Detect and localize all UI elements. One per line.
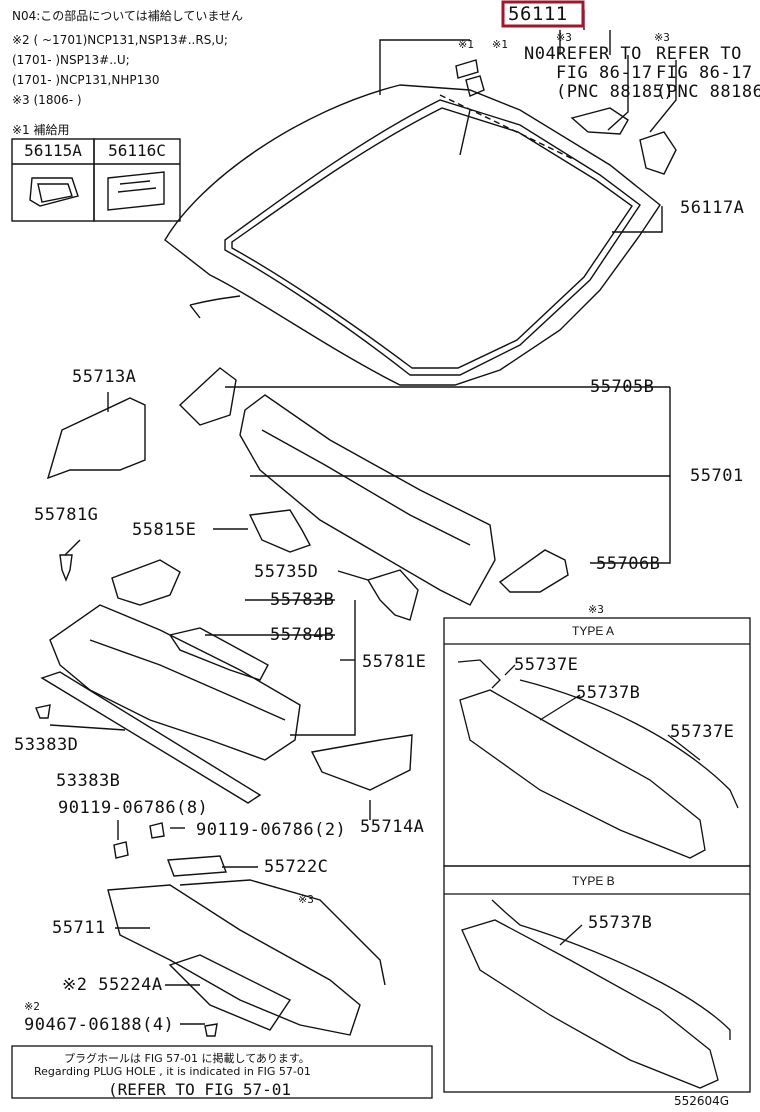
part-56115A-label[interactable]: 56115A [24,141,82,160]
mark-1b: ※1 [492,38,508,51]
part-55735D-label[interactable]: 55735D [254,562,319,582]
supply-note: ※1 補給用 [12,123,70,137]
n04-supply-note: N04:この部品については補給していません [12,9,243,23]
footer-note-jp: プラグホールは FIG 57-01 に掲載してあります。 [64,1052,310,1065]
small-part-box-2 [93,138,181,222]
part-55714A-label[interactable]: 55714A [360,817,425,837]
type-a-55737E-label-1[interactable]: 55737E [514,655,579,675]
clip-90467-drawing [204,1023,218,1037]
panel-55713A [46,397,146,480]
mirror-bracket [455,59,485,97]
refer-1-line-1[interactable]: REFER TO [556,44,642,64]
part-56117A-label[interactable]: 56117A [680,198,745,218]
seal-53383B [40,671,262,804]
bracket-55722C [167,855,227,877]
type-a-header: TYPE A [572,624,615,638]
sensor-cover-2 [639,131,677,175]
sensor-cover-1 [570,107,629,135]
clip-53383D [35,704,51,719]
type-b-header: TYPE B [572,874,615,888]
part-56116C-label[interactable]: 56116C [108,141,166,160]
bolt-90119-2-label[interactable]: 90119-06786(2) [196,820,347,840]
bracket-55706B [498,549,569,593]
refer-1-line-3[interactable]: (PNC 88185) [556,82,675,102]
refer-2-line-2[interactable]: FIG 86-17 [656,63,753,83]
part-55722C-label[interactable]: 55722C [264,857,329,877]
applicability-note-1: ※2 ( ~1701)NCP131,NSP13#..RS,U; [12,33,228,47]
mark-3a: ※3 [556,31,572,44]
bolt-1-drawing [113,841,129,859]
part-56111-label[interactable]: 56111 [508,3,568,25]
louver-55781E [49,604,301,761]
clip-55781G [59,554,73,582]
mark-3b: ※3 [654,31,670,44]
bolt-2-drawing [149,822,165,839]
part-55783B-label[interactable]: 55783B [270,590,335,610]
seal-55735D [366,569,419,621]
applicability-note-2: (1701- )NSP13#..U; [12,53,130,67]
part-55701-label[interactable]: 55701 [690,466,744,486]
type-b-frame [443,865,751,1093]
type-b-55737B-label[interactable]: 55737B [588,913,653,933]
part-55781G-label[interactable]: 55781G [34,505,99,525]
applicability-note-4: ※3 (1806- ) [12,93,82,107]
type-a-cowl [459,689,706,859]
type-a-55737B-label[interactable]: 55737B [576,683,641,703]
tag-drawing-2 [107,171,165,211]
louver-55783B [111,559,181,606]
mark-2: ※2 [24,1000,40,1013]
footer-reference[interactable]: (REFER TO FIG 57-01 [108,1080,292,1099]
type-b-cowl [461,919,719,1089]
footer-note-box [11,1045,433,1099]
refer-1-line-2[interactable]: FIG 86-17 [556,63,653,83]
mark-1a: ※1 [458,38,474,51]
highlight-box [501,0,585,28]
type-a-frame [443,617,751,867]
part-55705B-label[interactable]: 55705B [590,377,655,397]
bracket-55705B [178,367,237,426]
part-53383D-label[interactable]: 53383D [14,735,79,755]
insulator-55224A [168,954,292,1031]
part-55713A-label[interactable]: 55713A [72,367,137,387]
n04-label: N04 [524,44,557,64]
applicability-note-3: (1701- )NCP131,NHP130 [12,73,160,87]
part-55711-label[interactable]: 55711 [52,918,106,938]
refer-2-line-3[interactable]: (PNC 88186) [656,82,760,102]
windshield-drawing [164,39,661,386]
part-55224A-label[interactable]: ※2 55224A [62,975,163,995]
part-55784B-label[interactable]: 55784B [270,625,335,645]
clip-90467-label[interactable]: 90467-06188(4) [24,1015,175,1035]
part-53383B-label[interactable]: 53383B [56,771,121,791]
clip-drawing-1 [29,177,79,207]
type-b-hose [491,899,731,1040]
footer-note-en: Regarding PLUG HOLE , it is indicated in… [34,1065,311,1078]
cowl-55701 [239,394,496,606]
part-55706B-label[interactable]: 55706B [596,554,661,574]
louver-55784B [168,627,269,681]
gasket-55815E [248,509,312,553]
panel-55711 [107,884,361,1036]
mark-3d: ※3 [588,603,604,616]
diagram-code: 552604G [674,1094,730,1108]
panel-55714A [310,734,413,791]
bolt-90119-8-label[interactable]: 90119-06786(8) [58,798,209,818]
type-a-hose [457,659,739,809]
refer-2-line-1[interactable]: REFER TO [656,44,742,64]
mark-3c: ※3 [298,893,314,906]
part-55815E-label[interactable]: 55815E [132,520,197,540]
part-55781E-label[interactable]: 55781E [362,652,427,672]
type-a-55737E-label-2[interactable]: 55737E [670,722,735,742]
